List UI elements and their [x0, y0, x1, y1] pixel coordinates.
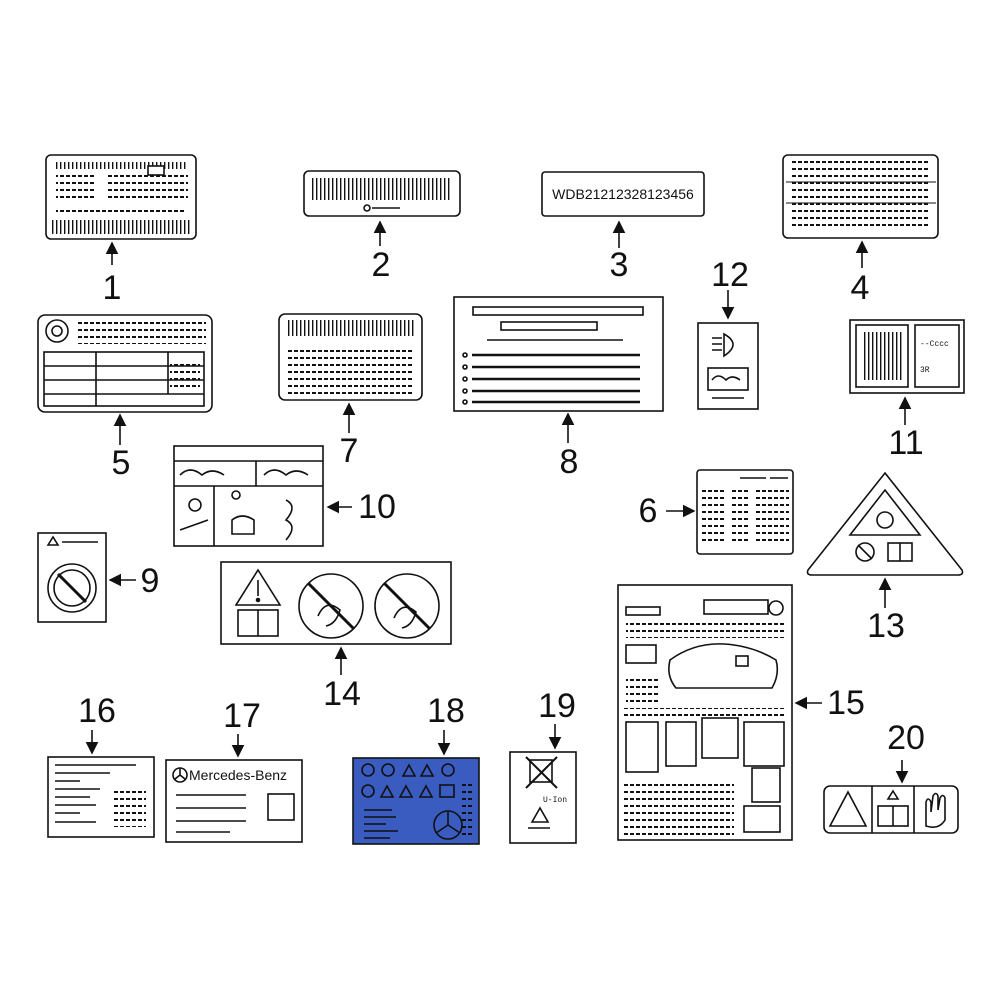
callout-7: 7	[340, 432, 359, 470]
label-9[interactable]	[37, 532, 107, 623]
callout-6: 6	[639, 492, 658, 530]
label-2[interactable]	[303, 170, 461, 217]
label-15[interactable]	[617, 584, 793, 841]
vin-number: WDB21212328123456	[552, 186, 694, 202]
callout-14: 14	[323, 675, 361, 713]
label-11-text: --Cccc	[920, 340, 949, 349]
label-18[interactable]	[352, 757, 480, 845]
callout-4: 4	[851, 269, 870, 307]
label-7[interactable]	[278, 313, 423, 401]
label-13[interactable]	[806, 471, 964, 576]
callout-1: 1	[103, 269, 122, 307]
label-5[interactable]	[37, 314, 213, 413]
callout-19: 19	[538, 687, 576, 725]
label-17[interactable]	[165, 759, 303, 843]
label-4[interactable]	[782, 154, 939, 239]
label-19[interactable]	[509, 751, 577, 844]
label-12[interactable]	[697, 322, 759, 410]
label-11[interactable]	[849, 319, 965, 394]
callout-20: 20	[887, 719, 925, 757]
callout-16: 16	[78, 692, 116, 730]
label-1[interactable]	[45, 154, 197, 240]
callout-9: 9	[141, 562, 160, 600]
callout-12: 12	[711, 256, 749, 294]
callout-13: 13	[867, 607, 905, 645]
mercedes-benz-brand: Mercedes-Benz	[189, 767, 287, 783]
callout-15: 15	[827, 684, 865, 722]
callout-2: 2	[372, 246, 391, 284]
callout-5: 5	[112, 444, 131, 482]
callout-18: 18	[427, 692, 465, 730]
label-6[interactable]	[696, 469, 794, 555]
callout-17: 17	[223, 697, 261, 735]
label-14[interactable]	[220, 561, 452, 645]
label-3[interactable]	[541, 171, 705, 217]
callout-10: 10	[358, 488, 396, 526]
label-19-text: U-Ion	[543, 796, 567, 805]
label-20[interactable]	[823, 785, 959, 834]
callout-11: 11	[888, 424, 923, 462]
label-10[interactable]	[173, 445, 324, 547]
callout-3: 3	[610, 246, 629, 284]
label-8[interactable]	[453, 296, 664, 412]
label-16[interactable]	[47, 756, 155, 838]
callout-8: 8	[560, 443, 579, 481]
label-11-code: 3R	[920, 366, 930, 375]
